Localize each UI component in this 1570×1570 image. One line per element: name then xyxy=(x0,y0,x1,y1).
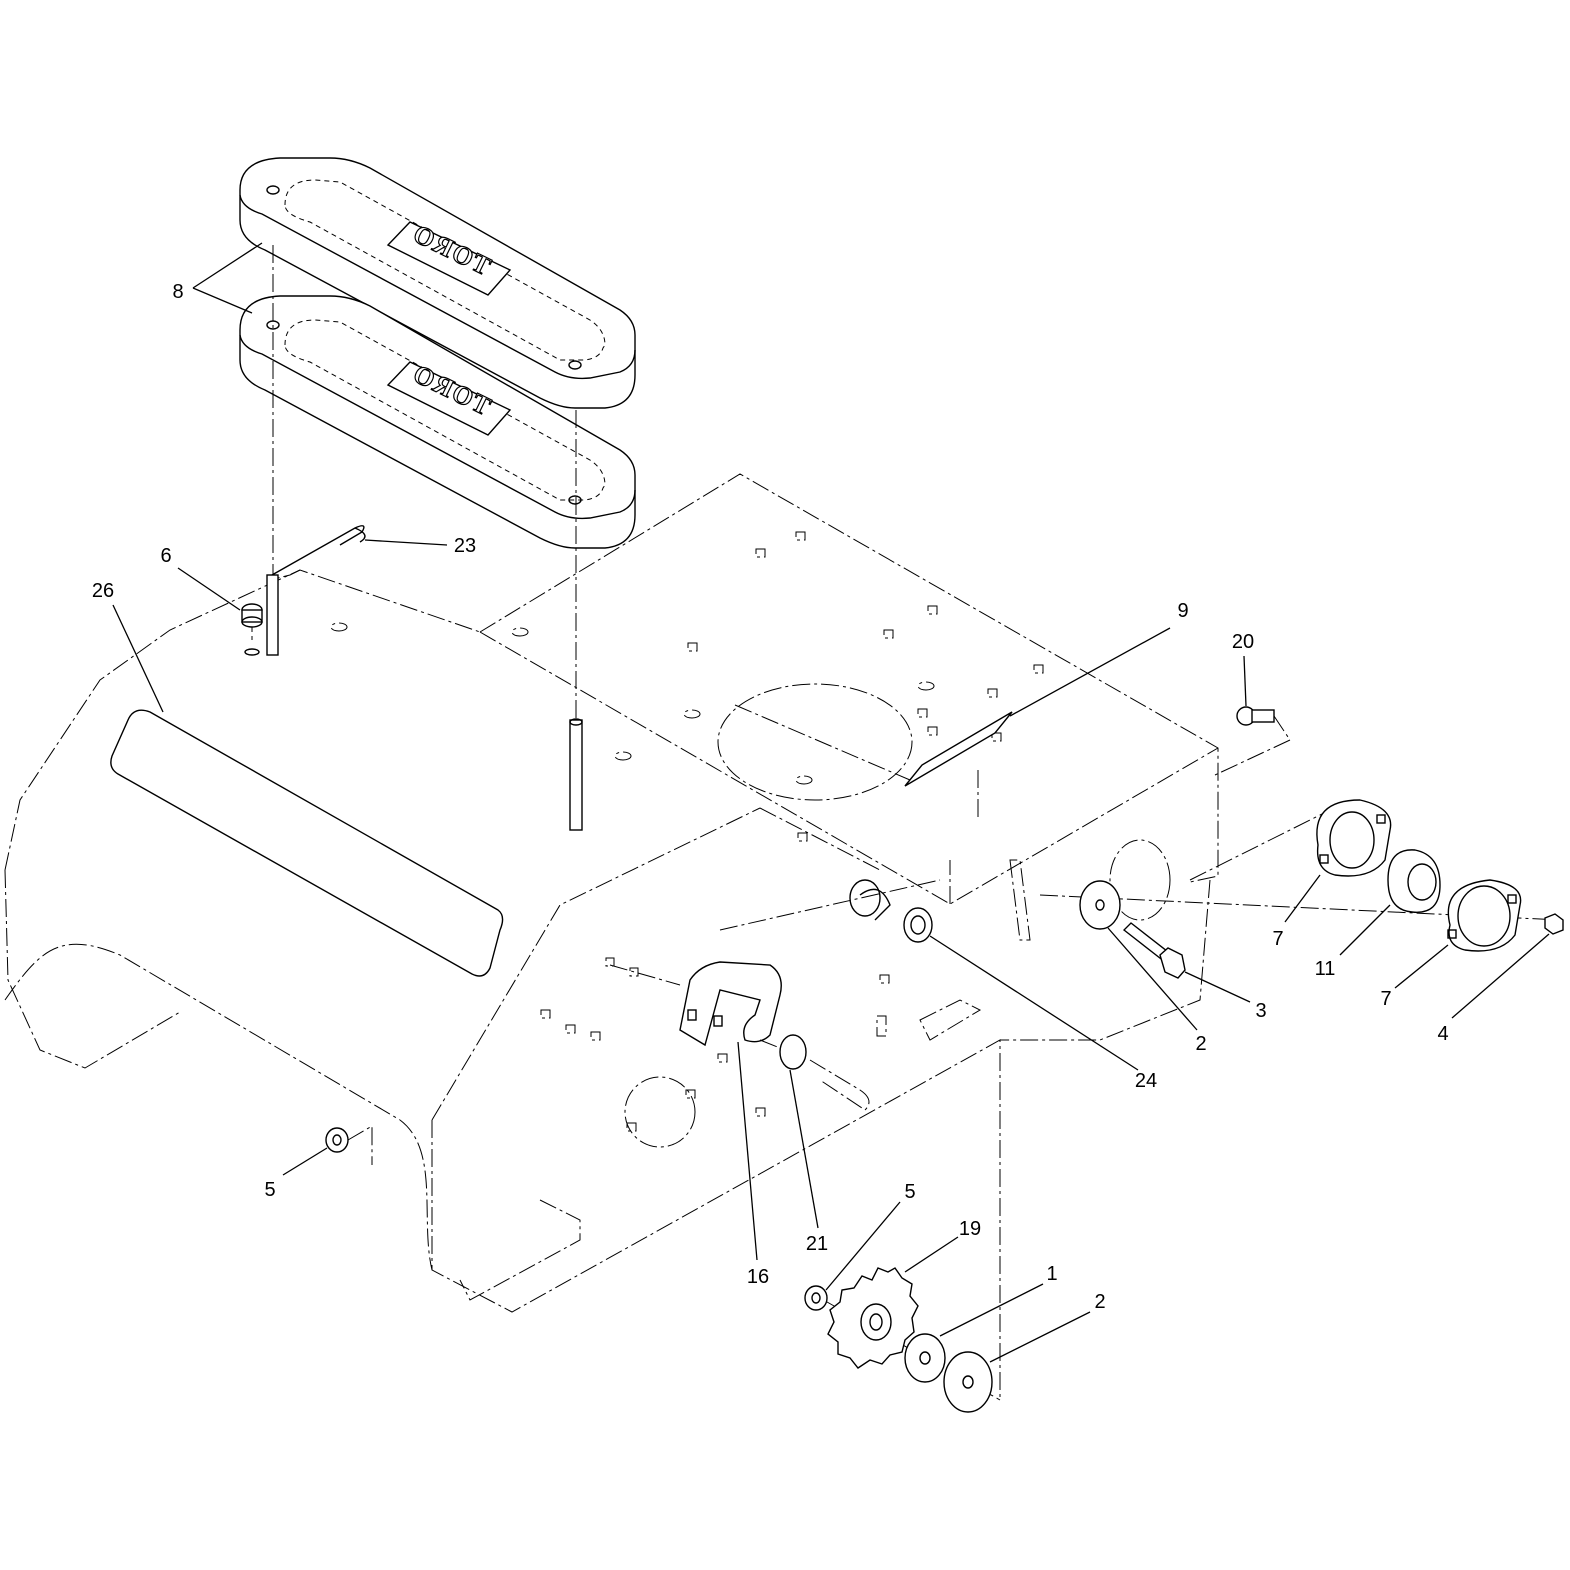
callout-5-left: 5 xyxy=(264,1179,275,1201)
chain-guide xyxy=(605,957,782,1047)
callout-20: 20 xyxy=(1232,631,1254,653)
washer-upper xyxy=(1079,880,1121,930)
weight-plate-upper: TORO xyxy=(239,157,636,409)
hairpin-clip xyxy=(266,525,366,656)
callout-6: 6 xyxy=(160,545,171,567)
hex-nut xyxy=(1544,913,1564,935)
callout-7-front: 7 xyxy=(1380,988,1391,1010)
leader-lines xyxy=(112,242,1550,1363)
callout-3: 3 xyxy=(1255,1000,1266,1022)
callout-7-rear: 7 xyxy=(1272,928,1283,950)
callout-16: 16 xyxy=(747,1266,769,1288)
bushing xyxy=(849,879,933,943)
callout-23: 23 xyxy=(454,535,476,557)
callout-26: 26 xyxy=(92,580,114,602)
bearing-insert xyxy=(1387,849,1441,913)
bearing-assembly xyxy=(1039,799,1564,952)
frame-holes xyxy=(330,531,1044,1132)
sprocket-assembly xyxy=(804,1267,1001,1413)
flange-bearing-front xyxy=(1447,879,1522,952)
label-top xyxy=(904,711,1013,787)
flange-bearing-rear xyxy=(1316,799,1392,877)
flange-nut-left xyxy=(325,1125,373,1165)
callout-24: 24 xyxy=(1135,1070,1157,1092)
callout-19: 19 xyxy=(959,1218,981,1240)
sprocket xyxy=(827,1267,919,1369)
carriage-bolt xyxy=(1214,706,1291,776)
stud-bolt xyxy=(569,718,583,831)
callout-labels: 8 23 6 26 9 20 7 11 7 4 3 2 24 5 16 21 5… xyxy=(92,281,1449,1313)
frame-housing xyxy=(4,473,1219,1400)
decal-side xyxy=(110,709,504,977)
washer-lower xyxy=(943,1351,993,1413)
callout-5-sprocket: 5 xyxy=(904,1181,915,1203)
callout-2-lower: 2 xyxy=(1094,1291,1105,1313)
knob-pin xyxy=(241,603,263,656)
spacer-washer xyxy=(904,1333,946,1383)
callout-11: 11 xyxy=(1315,958,1336,980)
callout-21: 21 xyxy=(806,1233,828,1255)
flange-bolt xyxy=(1122,922,1186,979)
callout-4: 4 xyxy=(1437,1023,1448,1045)
carriage-pin xyxy=(759,1034,870,1111)
flange-nut-sprocket xyxy=(804,1285,828,1311)
callout-1: 1 xyxy=(1046,1263,1057,1285)
callout-9: 9 xyxy=(1177,600,1188,622)
callout-2-upper: 2 xyxy=(1195,1033,1206,1055)
callout-8: 8 xyxy=(172,281,183,303)
